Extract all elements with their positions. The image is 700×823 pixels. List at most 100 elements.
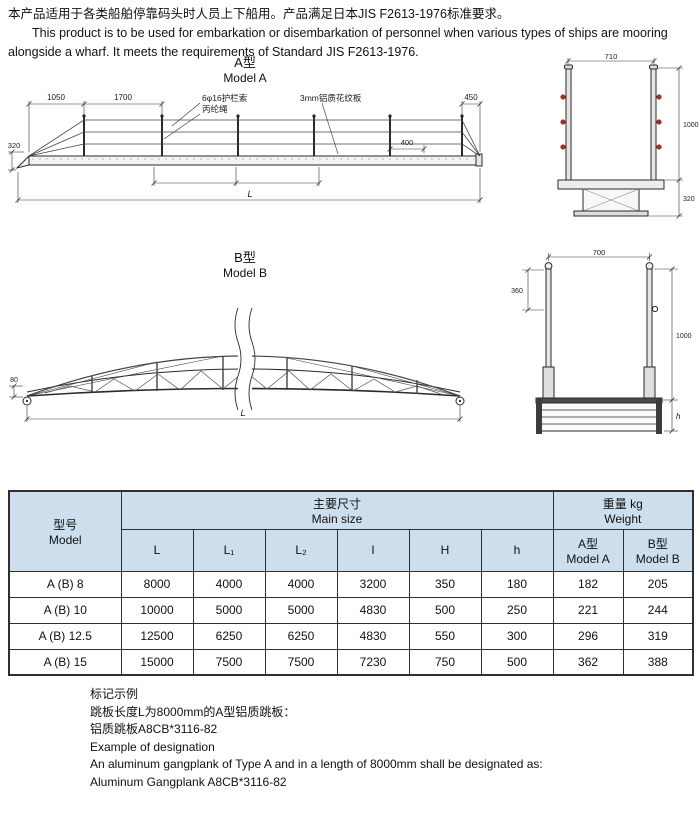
- intro: 本产品适用于各类船舶停靠码头时人员上下船用。产品满足日本JIS F2613-19…: [8, 5, 696, 61]
- table-header-row-1: 型号 Model 主要尺寸 Main size 重量 kg Weight: [8, 490, 694, 572]
- dimension-ticks-b: [11, 383, 463, 422]
- cell-L: 10000: [120, 596, 194, 624]
- cell-weight-a: 221: [552, 596, 624, 624]
- footer-line-5: An aluminum gangplank of Type A and in a…: [90, 757, 543, 771]
- dim-320-end-label: 320: [683, 196, 695, 203]
- cell-L2: 4000: [264, 570, 338, 598]
- table-header-row-2: L L₁ L₂ l H h A型 Model A B型 Model B: [9, 528, 694, 572]
- cell-L2: 7500: [264, 648, 338, 676]
- cell-H: 550: [408, 622, 482, 650]
- model-b-title: B型 Model B: [0, 250, 490, 280]
- end-view-posts-a: [564, 64, 658, 181]
- cell-L: 8000: [120, 570, 194, 598]
- cell-weight-b: 388: [622, 648, 694, 676]
- footer-line-4: Example of designation: [90, 739, 215, 754]
- model-a-title-zh: A型: [234, 55, 256, 70]
- cell-H: 750: [408, 648, 482, 676]
- dim-80-label: 80: [10, 377, 18, 384]
- table-row: A (B) 10 10000 5000 5000 4830 500 250 22…: [8, 596, 694, 624]
- gangplank-deck: [15, 153, 483, 169]
- dim-710-label: 710: [605, 52, 618, 61]
- dimension-ticks: [9, 101, 483, 203]
- dimension-ticks-a-end: [565, 58, 682, 219]
- col-header-main-size-en: Main size: [311, 511, 363, 526]
- break-symbol: [234, 307, 256, 411]
- model-b-title-en: Model B: [222, 265, 268, 280]
- cell-L1: 7500: [192, 648, 266, 676]
- cell-weight-b: 244: [622, 596, 694, 624]
- rail-fitting-markers: [560, 94, 662, 150]
- table-row: A (B) 15 15000 7500 7500 7230 750 500 36…: [8, 648, 694, 676]
- col-header-main-size-zh: 主要尺寸: [313, 496, 362, 511]
- col-header-weight-b: B型 Model B: [622, 528, 694, 572]
- dim-1050-label: 1050: [47, 93, 65, 102]
- aluminum-plate-label: 3mm铝质花纹板: [300, 93, 362, 103]
- cell-weight-a: 296: [552, 622, 624, 650]
- model-a-title-en: Model A: [223, 70, 267, 85]
- dim-1700-label: 1700: [114, 93, 132, 102]
- model-a-side-drawing: 1050 1700 450 400 320 L 6φ16护栏索 丙纶绳 3mm铝…: [8, 93, 483, 203]
- intro-text-zh: 本产品适用于各类船舶停靠码头时人员上下船用。产品满足日本JIS F2613-19…: [8, 7, 510, 21]
- dimension-lines: [8, 101, 481, 203]
- end-view-deck-a: [557, 179, 665, 217]
- cell-weight-a: 182: [552, 570, 624, 598]
- col-header-h: h: [480, 528, 554, 572]
- col-header-weight-a: A型 Model A: [552, 528, 624, 572]
- col-header-weight-b-en: Model B: [635, 551, 680, 566]
- dimension-ticks-b-end: [525, 254, 675, 434]
- cell-L1: 4000: [192, 570, 266, 598]
- col-header-weight-a-en: Model A: [566, 551, 610, 566]
- end-view-posts-b: [542, 262, 659, 401]
- dimension-lines-b-end: [522, 253, 678, 432]
- dim-360-label: 360: [511, 288, 523, 295]
- cell-l: 4830: [336, 622, 410, 650]
- model-a-title: A型 Model A: [0, 55, 490, 85]
- cell-l: 4830: [336, 596, 410, 624]
- col-header-main-size: 主要尺寸 Main size: [120, 490, 554, 530]
- dim-320-side-label: 320: [8, 141, 21, 150]
- cell-L1: 6250: [192, 622, 266, 650]
- cell-l: 7230: [336, 648, 410, 676]
- col-header-weight: 重量 kg Weight: [552, 490, 694, 530]
- end-rollers: [22, 396, 465, 406]
- dim-L-label-b: L: [240, 408, 245, 418]
- stanchion-posts: [83, 117, 463, 156]
- col-header-weight-b-zh: B型: [647, 536, 668, 551]
- intro-text-en-line2: alongside a wharf. It meets the requirem…: [8, 44, 419, 59]
- dim-h-label: h: [676, 412, 681, 421]
- dim-700-label: 700: [593, 248, 606, 257]
- col-header-L: L: [120, 528, 194, 572]
- cell-model: A (B) 15: [8, 648, 122, 676]
- guard-ropes: [28, 119, 481, 157]
- end-view-steps-b: [535, 397, 663, 434]
- col-header-l: l: [336, 528, 410, 572]
- spec-table: 型号 Model 主要尺寸 Main size 重量 kg Weight L L…: [8, 490, 695, 676]
- designation-example: 标记示例 跳板长度L为8000mm的A型铝质跳板： 铝质跳板A8CB*3116-…: [90, 686, 543, 791]
- cell-H: 500: [408, 596, 482, 624]
- dim-1000-label-a: 1000: [683, 122, 699, 129]
- col-header-L2: L₂: [264, 528, 338, 572]
- stanchion-caps: [82, 114, 464, 118]
- col-header-weight-a-zh: A型: [578, 536, 599, 551]
- col-header-H: H: [408, 528, 482, 572]
- footer-line-6: Aluminum Gangplank A8CB*3116-82: [90, 774, 287, 789]
- cell-model: A (B) 12.5: [8, 622, 122, 650]
- cell-weight-b: 319: [622, 622, 694, 650]
- cell-h: 250: [480, 596, 554, 624]
- cell-H: 350: [408, 570, 482, 598]
- footer-line-3: 铝质跳板A8CB*3116-82: [90, 722, 218, 736]
- col-header-model-zh: 型号: [53, 517, 78, 532]
- cell-weight-b: 205: [622, 570, 694, 598]
- cell-l: 3200: [336, 570, 410, 598]
- col-header-model-en: Model: [48, 532, 82, 547]
- polypropylene-rope-label: 丙纶绳: [202, 104, 228, 114]
- guard-rope-label: 6φ16护栏索: [202, 93, 247, 103]
- model-b-end-drawing: 700 360 1000 h: [511, 248, 692, 434]
- col-header-weight-en: Weight: [604, 511, 642, 526]
- cell-L: 12500: [120, 622, 194, 650]
- model-b-title-zh: B型: [234, 250, 256, 265]
- footer-line-1: 标记示例: [90, 687, 139, 701]
- cell-L1: 5000: [192, 596, 266, 624]
- cell-L2: 5000: [264, 596, 338, 624]
